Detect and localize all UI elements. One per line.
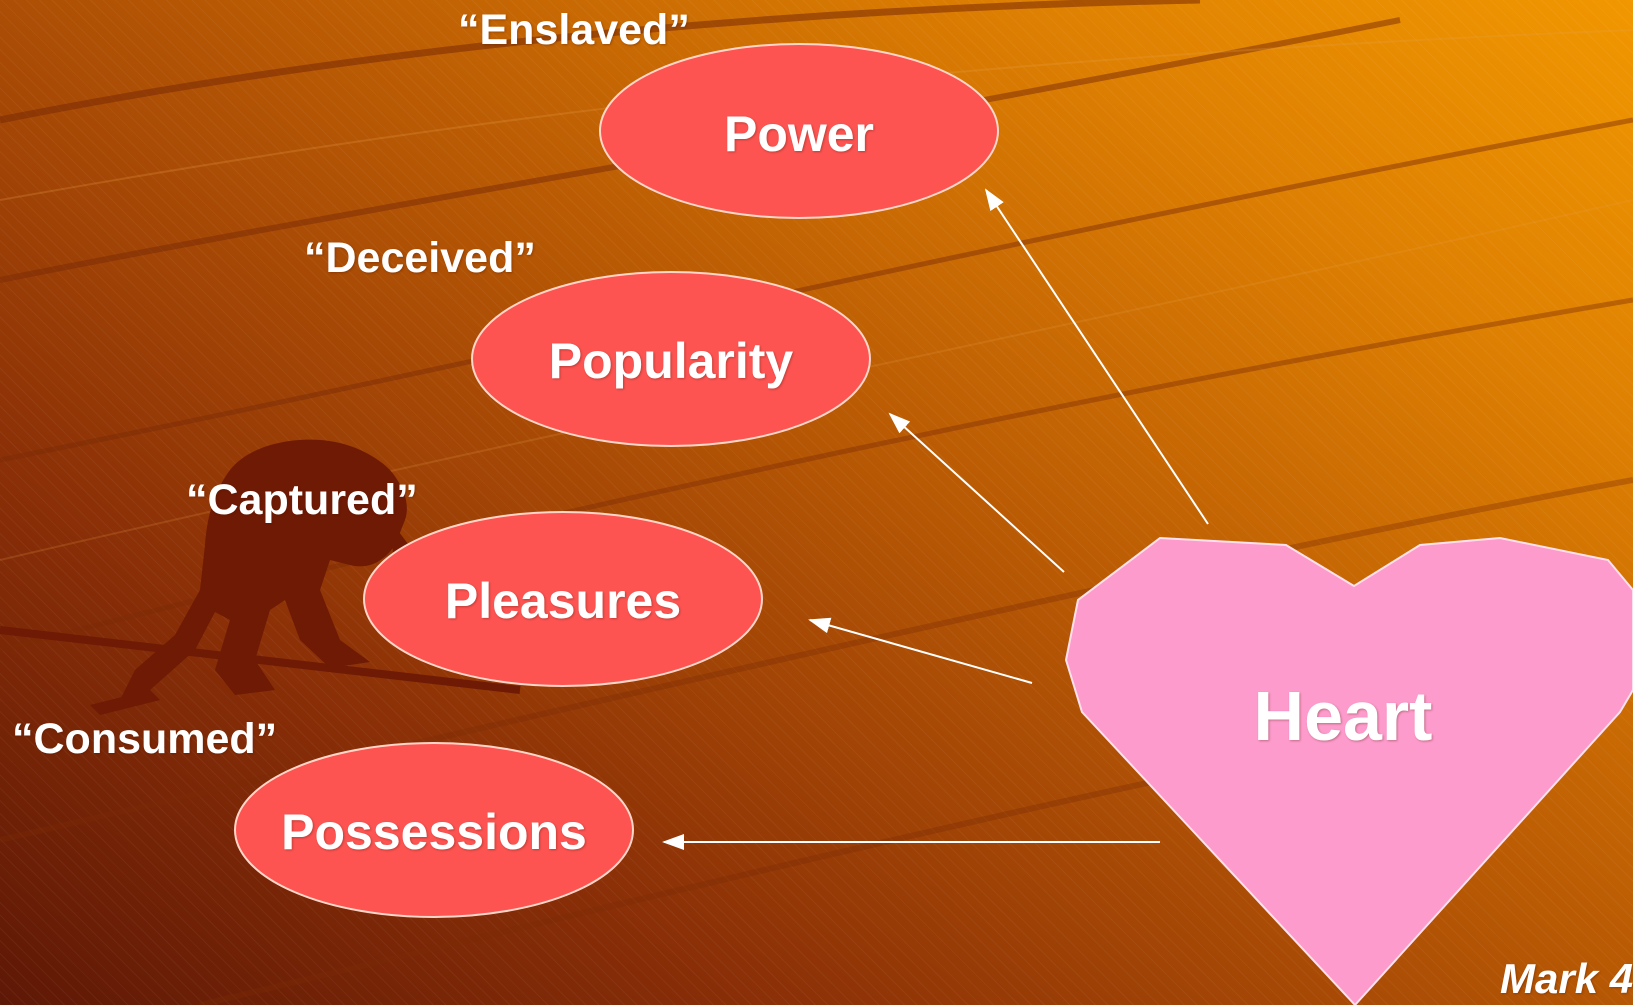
- scripture-reference: Mark 4: [1500, 955, 1633, 1002]
- heart-shape: [1064, 536, 1633, 1005]
- heart-label: Heart: [1253, 677, 1433, 755]
- oval-power-label: Power: [723, 106, 875, 162]
- caption-enslaved: “Enslaved”: [458, 6, 690, 54]
- caption-consumed: “Consumed”: [12, 715, 278, 763]
- oval-power: [599, 43, 999, 219]
- arrow-heart-to-popularity: [888, 412, 1065, 573]
- oval-pleasures: [363, 511, 763, 687]
- oval-possessions: [234, 742, 634, 918]
- arrow-heart-to-power: [984, 188, 1209, 525]
- oval-popularity-label: Popularity: [548, 333, 794, 389]
- oval-possessions-label: Possessions: [281, 804, 587, 860]
- caption-deceived: “Deceived”: [304, 234, 536, 282]
- arrow-heart-to-pleasures: [808, 617, 1033, 684]
- caption-captured: “Captured”: [186, 476, 418, 524]
- oval-popularity: [471, 271, 871, 447]
- oval-pleasures-label: Pleasures: [444, 573, 682, 629]
